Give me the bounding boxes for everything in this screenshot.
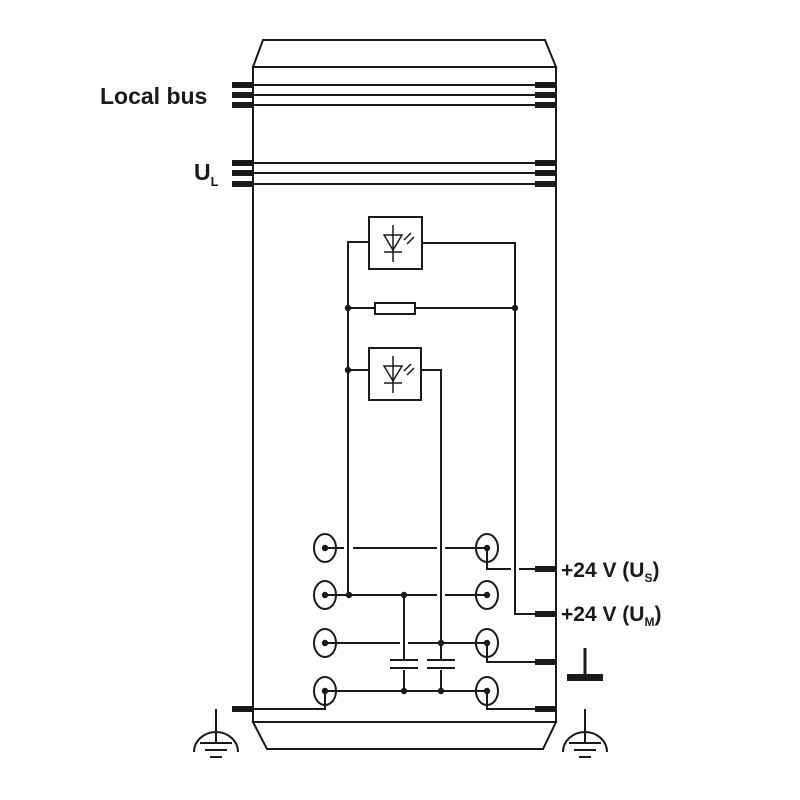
terminal-icon <box>313 676 337 706</box>
wiring <box>253 241 535 710</box>
ul-lines <box>232 160 556 187</box>
terminal-icon <box>475 676 499 706</box>
terminal-icon <box>313 580 337 610</box>
us-label: +24 V (US) <box>561 559 659 585</box>
terminal-icon <box>475 580 499 610</box>
terminal-icon <box>475 628 499 658</box>
connector-stubs <box>232 566 556 712</box>
optocoupler-icon <box>368 347 422 401</box>
optocoupler-icon <box>368 216 423 270</box>
ground-icon <box>567 648 603 681</box>
capacitor-icon <box>390 659 418 669</box>
ul-label: UL <box>194 159 219 189</box>
local-bus-lines <box>232 82 556 108</box>
terminal-points <box>313 533 499 706</box>
um-label: +24 V (UM) <box>561 603 661 629</box>
module-housing <box>251 39 558 750</box>
protective-earth-icon <box>562 709 608 758</box>
terminal-icon <box>313 533 337 563</box>
fuse-icon <box>374 302 416 315</box>
terminal-icon <box>475 533 499 563</box>
capacitor-icon <box>427 659 455 669</box>
protective-earth-icon <box>193 709 239 758</box>
junction-dots <box>344 304 519 695</box>
local-bus-label: Local bus <box>100 83 207 109</box>
terminal-icon <box>313 628 337 658</box>
